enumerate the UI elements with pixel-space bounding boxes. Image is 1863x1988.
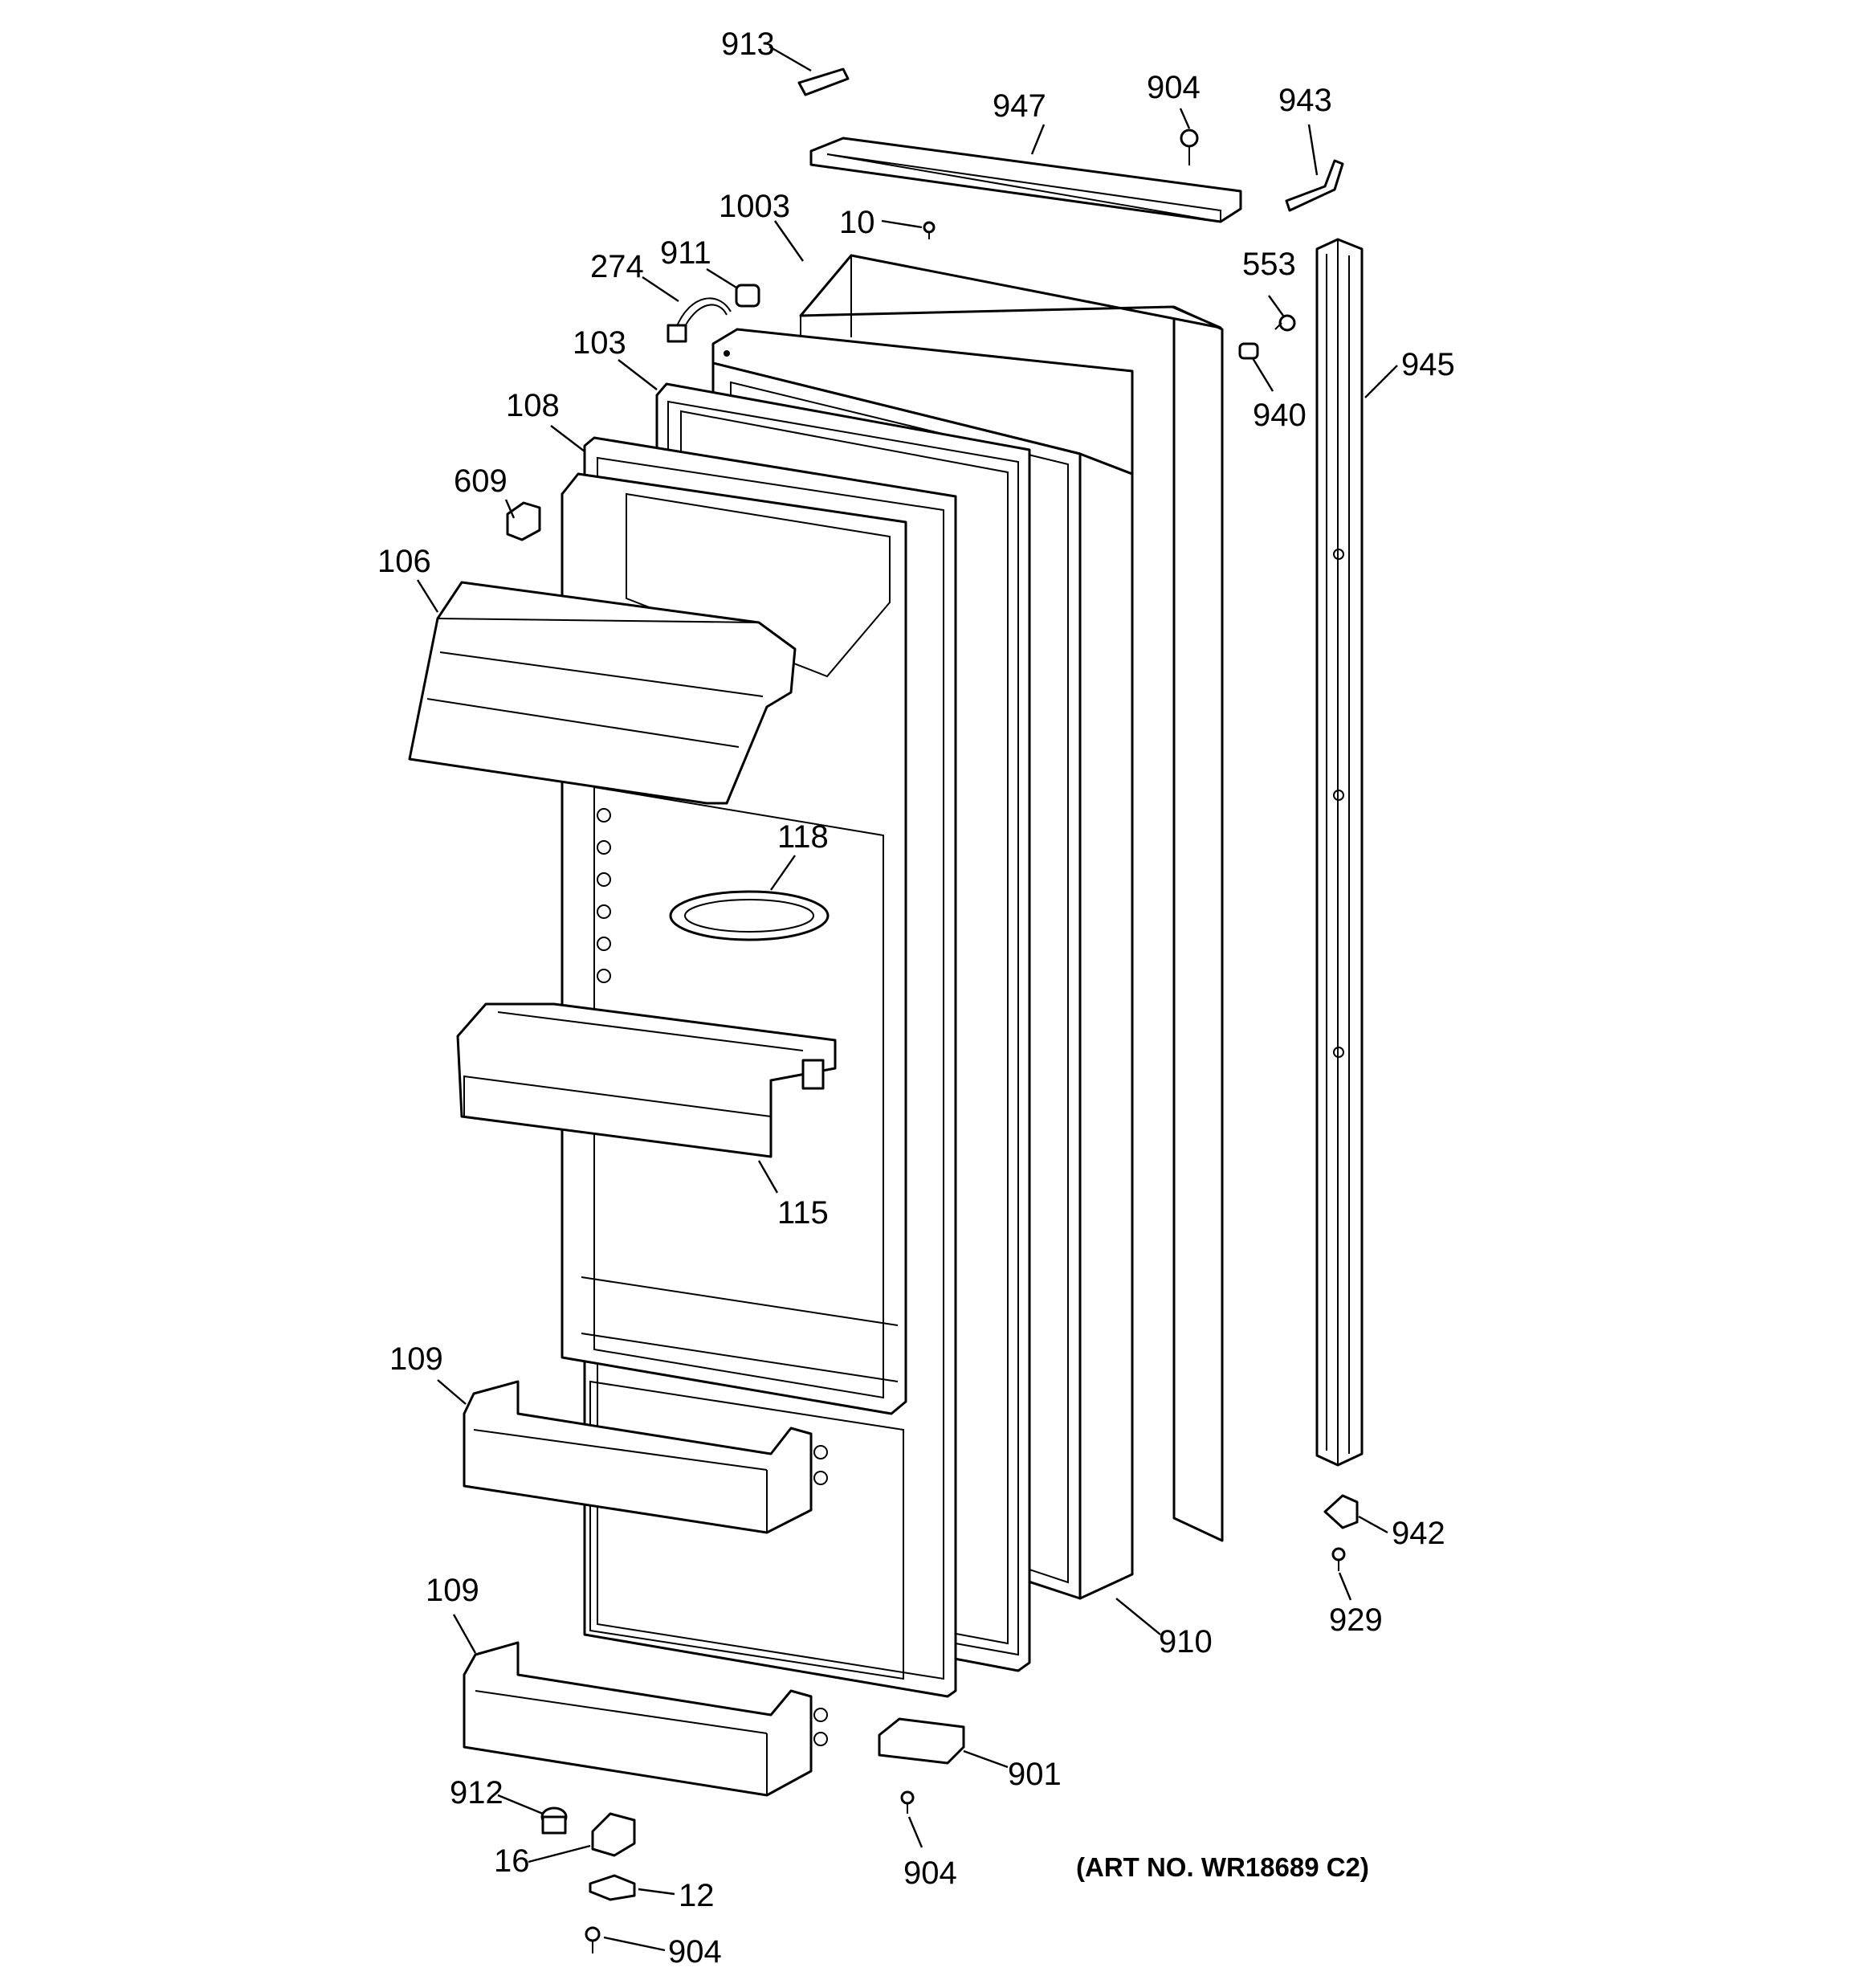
part-109-lower-bin bbox=[463, 1641, 828, 1797]
art-number-label: (ART NO. WR18689 C2) bbox=[1076, 1852, 1369, 1882]
part-912-cap bbox=[540, 1806, 568, 1835]
callout-945: 945 bbox=[1401, 347, 1455, 382]
callout-904-top: 904 bbox=[1147, 70, 1201, 105]
callout-910: 910 bbox=[1159, 1624, 1213, 1659]
callout-1003: 1003 bbox=[719, 189, 790, 224]
part-115-shelf-bin bbox=[456, 1002, 837, 1158]
part-913-clip bbox=[797, 67, 850, 96]
part-106-dairy-door bbox=[408, 581, 797, 805]
callout-115: 115 bbox=[777, 1195, 829, 1231]
callout-904-bottom: 904 bbox=[668, 1934, 722, 1970]
callout-108: 108 bbox=[506, 388, 560, 423]
part-911-cap bbox=[735, 284, 760, 308]
callout-118: 118 bbox=[777, 819, 829, 855]
part-947-top-cap bbox=[809, 137, 1242, 223]
callout-609: 609 bbox=[454, 463, 508, 499]
part-1003-door-outer bbox=[799, 254, 1224, 1542]
part-904-mid-screw bbox=[900, 1790, 915, 1814]
callout-10: 10 bbox=[839, 205, 875, 240]
part-609-switch bbox=[506, 501, 541, 541]
part-10-screw bbox=[923, 221, 936, 239]
callout-929: 929 bbox=[1329, 1602, 1383, 1638]
part-945-trim-strip bbox=[1315, 238, 1364, 1467]
callout-901: 901 bbox=[1008, 1757, 1062, 1792]
part-942-bracket bbox=[1323, 1494, 1359, 1529]
leader-lines bbox=[416, 45, 1398, 1952]
callout-12: 12 bbox=[679, 1878, 715, 1913]
part-12-plate bbox=[589, 1874, 636, 1901]
part-16-hinge bbox=[591, 1812, 636, 1857]
part-943-hinge-cover bbox=[1285, 159, 1344, 212]
part-929-screw bbox=[1331, 1547, 1346, 1571]
callout-912: 912 bbox=[450, 1775, 503, 1810]
part-904-bottom-screw bbox=[585, 1926, 601, 1953]
callout-904-mid: 904 bbox=[903, 1855, 957, 1891]
part-118-egg-tray bbox=[669, 890, 830, 941]
callout-947: 947 bbox=[993, 88, 1046, 124]
callout-943: 943 bbox=[1278, 83, 1332, 118]
part-274-wire-harness bbox=[667, 297, 732, 343]
callout-109-lower: 109 bbox=[426, 1573, 479, 1608]
callout-940: 940 bbox=[1253, 398, 1307, 433]
callout-labels: 913 947 904 943 1003 10 911 274 553 945 … bbox=[377, 27, 1455, 1970]
callout-103: 103 bbox=[573, 325, 626, 361]
callout-274: 274 bbox=[590, 249, 644, 284]
callout-16: 16 bbox=[494, 1843, 530, 1879]
callout-913: 913 bbox=[721, 27, 775, 62]
part-901-hinge-bracket bbox=[878, 1717, 965, 1765]
part-553-bushing bbox=[1274, 314, 1296, 332]
part-940-stop bbox=[1238, 342, 1259, 360]
part-109-upper-bin bbox=[463, 1380, 828, 1534]
part-904-top-screw bbox=[1180, 129, 1199, 165]
callout-109-upper: 109 bbox=[389, 1341, 443, 1377]
callout-942: 942 bbox=[1392, 1516, 1445, 1551]
callout-553: 553 bbox=[1242, 247, 1296, 282]
callout-106: 106 bbox=[377, 544, 431, 579]
callout-911: 911 bbox=[660, 235, 711, 271]
